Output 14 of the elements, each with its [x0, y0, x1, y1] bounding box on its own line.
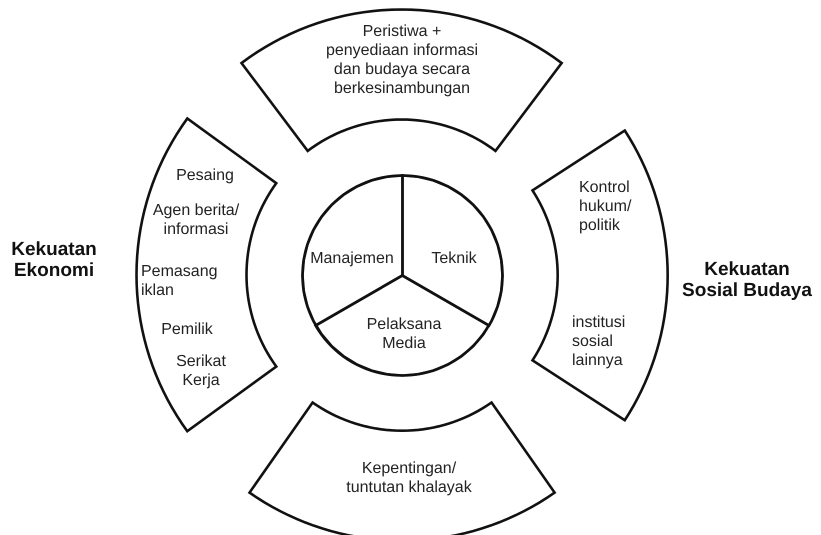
segment-text: Pesaing [175, 166, 235, 185]
segment-text: Kontrol hukum/ politik [578, 178, 632, 235]
segment-text: institusi sosial lainnya [572, 312, 626, 370]
side-heading: Kekuatan Sosial Budaya [681, 259, 813, 301]
side-heading: Kekuatan Ekonomi [10, 239, 98, 281]
segment-text: Pelaksana Media [366, 315, 442, 353]
segment-text: Peristiwa + penyediaan informasi dan budaya secara berkesinambungan [324, 22, 480, 98]
segment-text: Pemasang iklan [141, 262, 218, 300]
segment-text: Agen berita/ informasi [152, 200, 240, 239]
segment-text: Kepentingan/ tuntutan khalayak [345, 458, 473, 497]
segment-text: Pemilik [160, 320, 214, 339]
segment-text: Manajemen [309, 249, 395, 268]
segment-text: Serikat Kerja [175, 352, 227, 390]
segment-text: Teknik [430, 249, 478, 268]
